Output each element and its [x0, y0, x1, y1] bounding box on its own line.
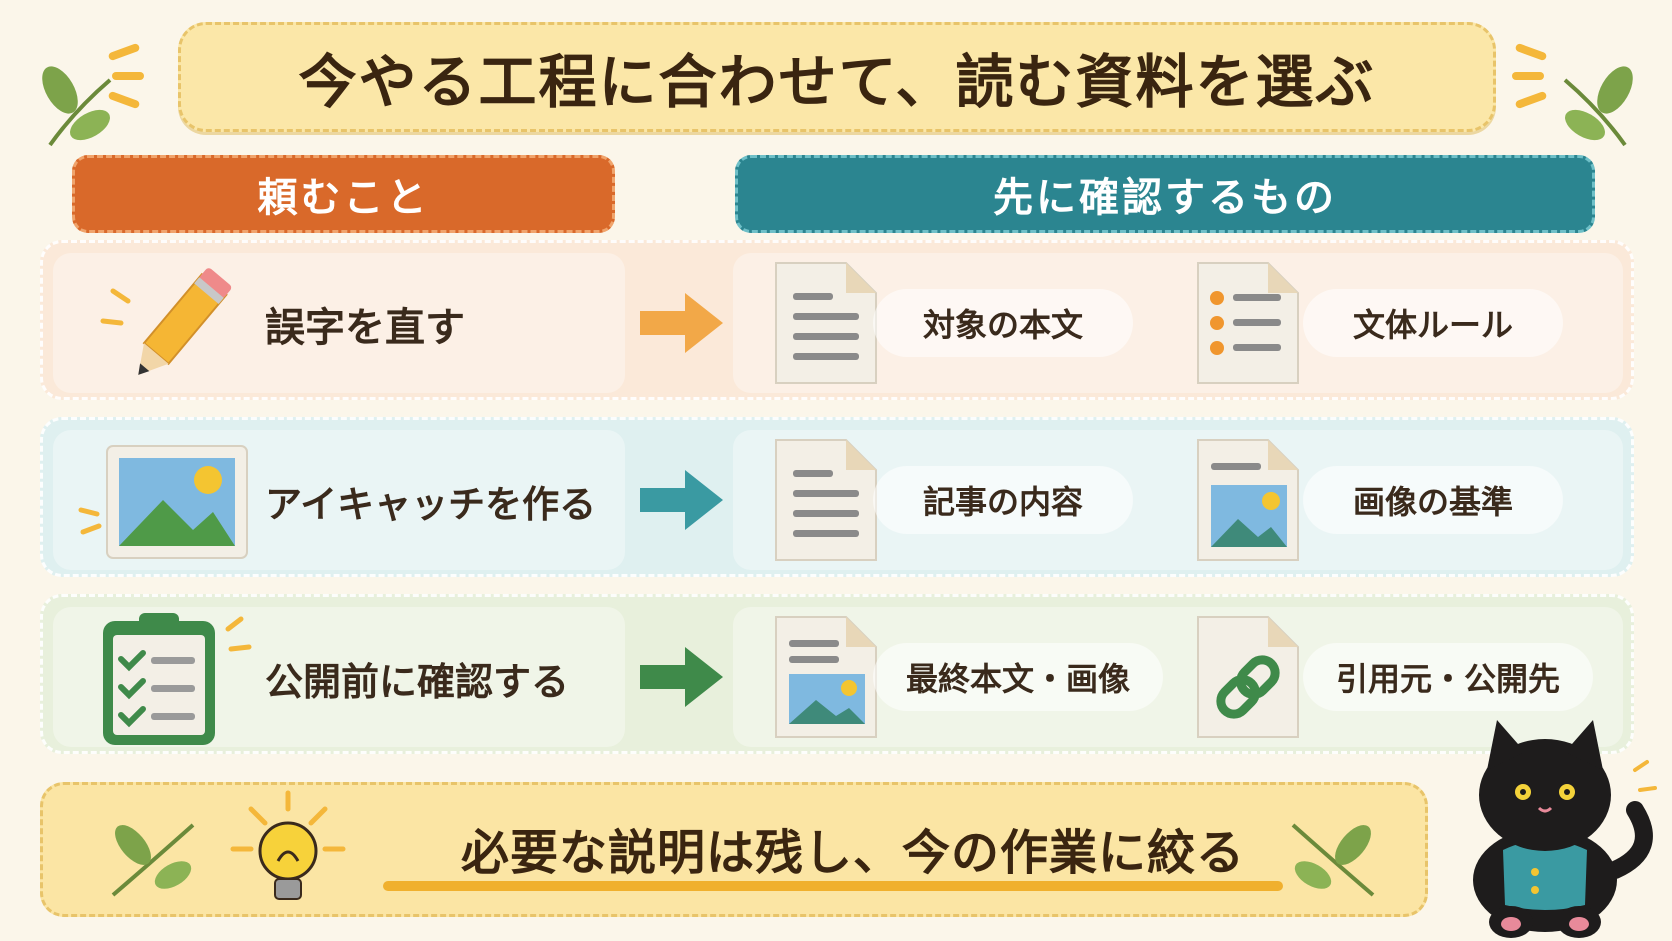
task-panel: アイキャッチを作る — [53, 430, 625, 570]
document-image-icon — [1197, 439, 1299, 561]
footer-banner: 必要な説明は残し、今の作業に絞る — [40, 782, 1428, 917]
document-text-icon — [775, 262, 877, 384]
row-fix-typos: 誤字を直す 対象の本文 文体ルール — [40, 240, 1634, 400]
arrow-right-icon — [640, 647, 723, 707]
lightbulb-icon — [230, 790, 346, 900]
title-banner: 今やる工程に合わせて、読む資料を選ぶ — [178, 22, 1496, 132]
footer-underline — [383, 881, 1283, 891]
leaf-decoration-top-left-icon — [42, 66, 112, 147]
leaf-decoration-icon — [1291, 823, 1375, 897]
header-check-first: 先に確認するもの — [735, 155, 1595, 233]
leaf-decoration-icon — [111, 823, 195, 897]
spark-decoration — [112, 72, 144, 80]
header-tasks: 頼むこと — [72, 155, 615, 233]
task-panel: 公開前に確認する — [53, 607, 625, 747]
task-label: 公開前に確認する — [265, 660, 570, 704]
header-check-first-label: 先に確認するもの — [993, 175, 1337, 221]
task-label: アイキャッチを作る — [265, 483, 597, 526]
document-text-icon — [775, 439, 877, 561]
check-panel: 対象の本文 文体ルール — [733, 253, 1623, 393]
check-item: 対象の本文 — [873, 289, 1133, 357]
task-label: 誤字を直す — [265, 305, 465, 351]
header-tasks-label: 頼むこと — [257, 175, 430, 221]
document-image-icon — [775, 616, 877, 738]
row-make-eyecatch: アイキャッチを作る 記事の内容 画像の基準 — [40, 417, 1634, 577]
checklist-clipboard-icon — [103, 613, 252, 745]
row-prepublish-check: 公開前に確認する 最終本文・画像 引用元・公開先 — [40, 594, 1634, 754]
page-title: 今やる工程に合わせて、読む資料を選ぶ — [298, 48, 1376, 116]
spark-decoration — [1514, 90, 1548, 110]
arrow-right-icon — [640, 470, 723, 530]
arrow-right-icon — [640, 293, 723, 353]
document-list-icon — [1197, 262, 1299, 384]
footer-message: 必要な説明は残し、今の作業に絞る — [460, 825, 1245, 881]
spark-decoration — [1512, 72, 1544, 80]
spark-decoration — [1514, 42, 1548, 62]
check-item: 文体ルール — [1303, 289, 1563, 357]
black-cat-mascot-icon — [1473, 720, 1657, 938]
check-item: 記事の内容 — [873, 466, 1133, 534]
check-panel: 最終本文・画像 引用元・公開先 — [733, 607, 1623, 747]
document-link-icon — [1197, 616, 1299, 738]
check-item: 引用元・公開先 — [1303, 643, 1593, 711]
leaf-decoration-top-right-icon — [1563, 66, 1633, 147]
pencil-icon — [100, 268, 232, 375]
check-item: 画像の基準 — [1303, 466, 1563, 534]
task-panel: 誤字を直す — [53, 253, 625, 393]
check-panel: 記事の内容 画像の基準 — [733, 430, 1623, 570]
image-icon — [78, 445, 248, 559]
check-item: 最終本文・画像 — [873, 643, 1163, 711]
spark-decoration — [107, 42, 141, 62]
